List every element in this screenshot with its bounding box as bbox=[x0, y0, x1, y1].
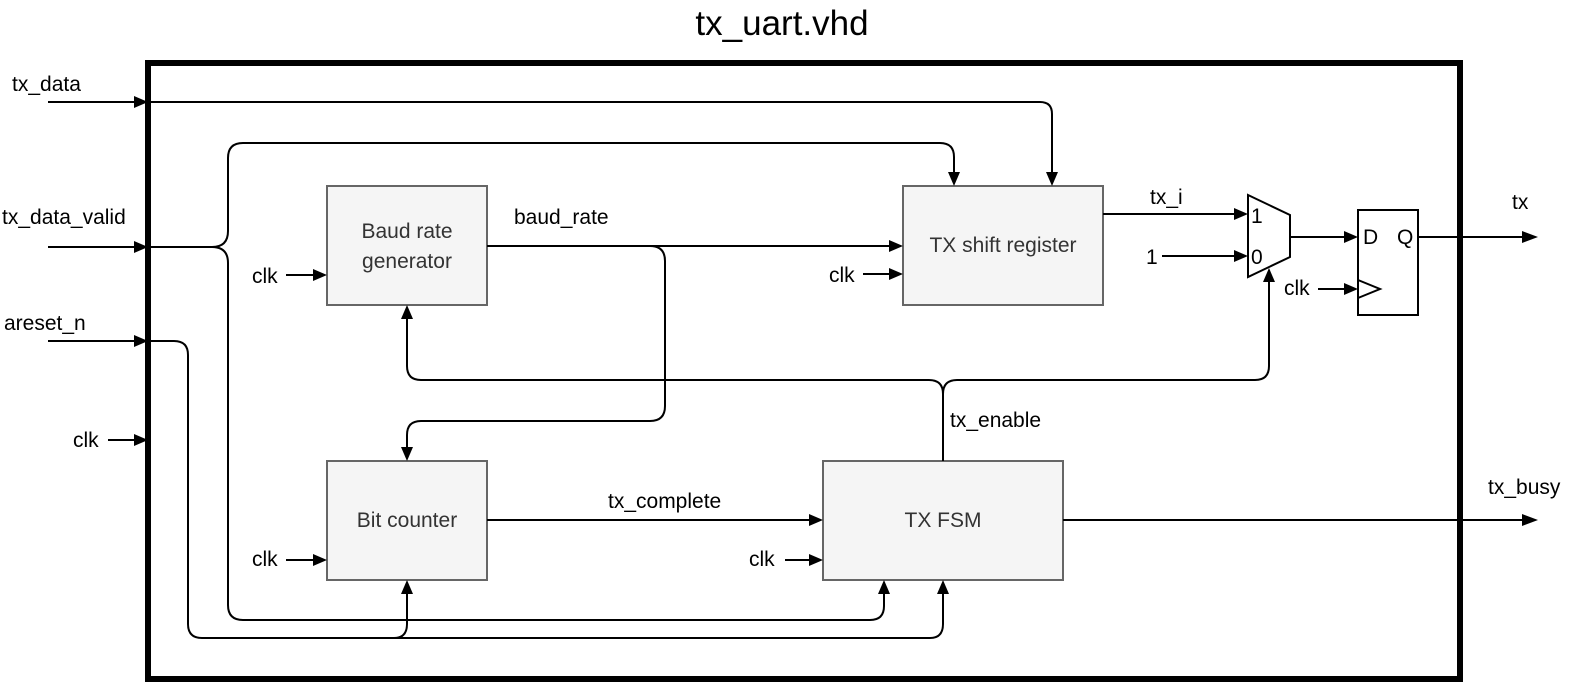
arrow-baud-rate-to-bit-counter bbox=[401, 447, 413, 461]
arrow-clk-dff bbox=[1344, 283, 1358, 295]
arrow-tx-data-to-shift-reg bbox=[1046, 172, 1058, 186]
clk-label-shift-reg: clk bbox=[829, 264, 855, 287]
baud-rate-generator-label-line1: Baud rate bbox=[361, 220, 452, 243]
wire-valid-to-shift-reg bbox=[148, 142, 955, 248]
arrow-tx-complete bbox=[809, 514, 823, 526]
arrow-clk-fsm bbox=[809, 554, 823, 566]
signal-label-baud-rate: baud_rate bbox=[514, 206, 609, 229]
arrow-tx-busy-out bbox=[1522, 514, 1538, 526]
clk-label-baud-gen: clk bbox=[252, 265, 278, 288]
arrow-tx-enable-to-mux bbox=[1263, 268, 1275, 282]
clk-label-bit-counter: clk bbox=[252, 548, 278, 571]
arrow-valid-to-fsm bbox=[878, 580, 890, 594]
const-one-label: 1 bbox=[1146, 246, 1158, 269]
mux-shape bbox=[1247, 193, 1291, 279]
mux-input-0-label: 0 bbox=[1251, 246, 1263, 269]
arrow-baud-rate bbox=[889, 240, 903, 252]
bit-counter-label: Bit counter bbox=[357, 509, 457, 532]
baud-rate-generator-label-line2: generator bbox=[362, 250, 452, 273]
arrow-tx-enable-to-baud-gen bbox=[401, 305, 413, 319]
wire-baud-rate-to-bit-counter bbox=[406, 245, 666, 451]
wire-tx-data-to-shift-reg bbox=[148, 101, 1053, 176]
arrow-clk-bit-counter bbox=[313, 554, 327, 566]
input-label-tx-data: tx_data bbox=[12, 73, 81, 96]
arrow-tx-data-valid-in bbox=[134, 241, 148, 253]
arrow-mux-out bbox=[1344, 231, 1358, 243]
signal-label-tx-complete: tx_complete bbox=[608, 490, 721, 513]
wire-areset-to-fsm bbox=[394, 590, 944, 639]
arrow-tx-data-in bbox=[134, 96, 148, 108]
clk-label-fsm: clk bbox=[749, 548, 775, 571]
baud-rate-generator-block bbox=[326, 185, 488, 306]
arrow-tx-out bbox=[1522, 231, 1538, 243]
signal-label-tx-enable: tx_enable bbox=[950, 409, 1041, 432]
arrow-const-one bbox=[1234, 250, 1248, 262]
arrow-areset-in bbox=[134, 335, 148, 347]
arrow-clk-shift-reg bbox=[889, 268, 903, 280]
arrowheads bbox=[134, 96, 1538, 594]
dff-clock-triangle bbox=[1357, 279, 1383, 299]
wire-tx-enable-to-baud-gen bbox=[406, 315, 944, 461]
bit-counter-block bbox=[326, 460, 488, 581]
arrow-clk-baud-gen bbox=[313, 269, 327, 281]
arrow-valid-to-shift-reg bbox=[948, 172, 960, 186]
input-label-tx-data-valid: tx_data_valid bbox=[2, 206, 126, 229]
diagram-title: tx_uart.vhd bbox=[695, 4, 868, 43]
mux-input-1-label: 1 bbox=[1251, 205, 1263, 228]
output-label-tx-busy: tx_busy bbox=[1488, 476, 1561, 499]
output-label-tx: tx bbox=[1512, 191, 1529, 214]
tx-shift-register-block bbox=[902, 185, 1104, 306]
dff-block bbox=[1357, 209, 1419, 316]
dff-q-label: Q bbox=[1397, 226, 1413, 249]
arrow-clk-in bbox=[134, 434, 148, 446]
dff-d-label: D bbox=[1363, 226, 1378, 249]
arrow-areset-to-bit-counter bbox=[401, 580, 413, 594]
arrow-areset-to-fsm bbox=[937, 580, 949, 594]
input-label-areset-n: areset_n bbox=[4, 312, 86, 335]
clk-label-dff: clk bbox=[1284, 277, 1310, 300]
input-label-clk: clk bbox=[73, 429, 99, 452]
entity-boundary bbox=[145, 60, 1463, 682]
wire-areset-to-bit-counter bbox=[148, 340, 408, 639]
wire-valid-to-fsm bbox=[211, 246, 885, 621]
arrow-tx-i bbox=[1234, 208, 1248, 220]
tx-shift-register-label: TX shift register bbox=[929, 234, 1076, 257]
tx-fsm-label: TX FSM bbox=[905, 509, 982, 532]
signal-label-tx-i: tx_i bbox=[1150, 186, 1183, 209]
wire-tx-enable-to-mux bbox=[942, 278, 1270, 395]
